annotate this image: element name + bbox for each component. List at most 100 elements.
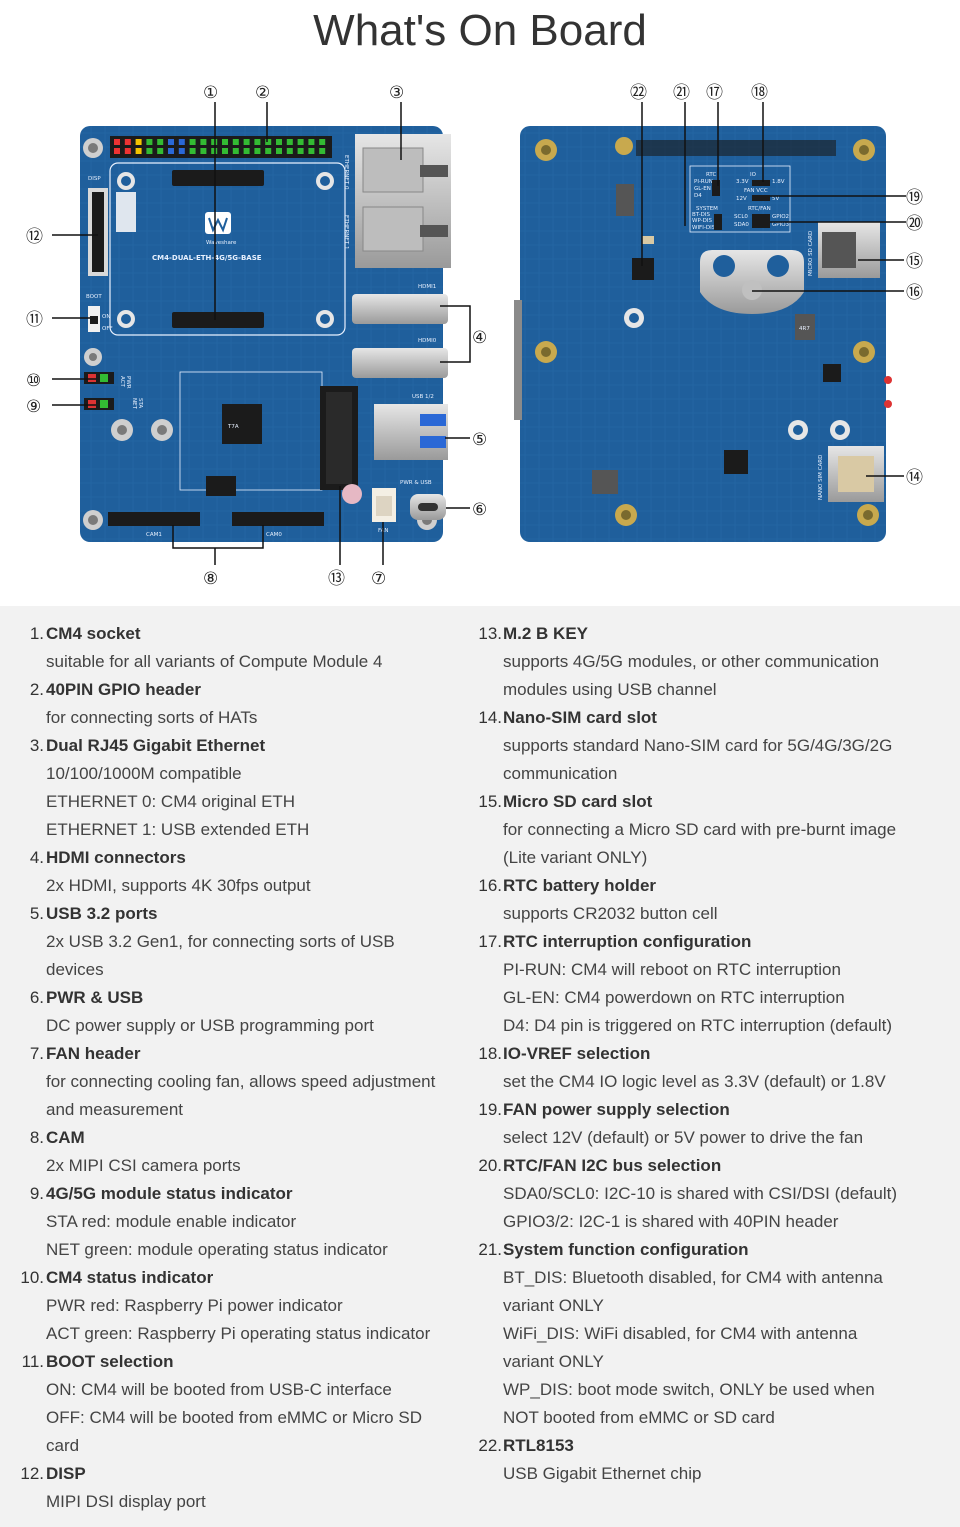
callout-14: ⑭: [906, 468, 923, 488]
gpio-pin: [168, 139, 174, 145]
gpio-pin: [308, 148, 315, 154]
legend-item-description: MIPI DSI display port: [46, 1492, 206, 1511]
legend-item-title: 40PIN GPIO header: [46, 680, 201, 699]
svg-text:FAN VCC: FAN VCC: [744, 188, 768, 194]
hdmi-ports: HDMI1 HDMI0: [352, 284, 448, 378]
legend-item-description: modules using USB channel: [503, 680, 717, 699]
callout-17: ⑰: [706, 83, 723, 103]
legend-item-title: FAN header: [46, 1044, 141, 1063]
legend-item-description: for connecting a Micro SD card with pre-…: [503, 820, 897, 839]
legend-item-description: set the CM4 IO logic level as 3.3V (defa…: [503, 1072, 886, 1091]
svg-text:5V: 5V: [772, 196, 779, 202]
gpio-pin: [124, 139, 131, 145]
legend-item-number: 21.: [478, 1240, 502, 1259]
legend-item-number: 8.: [29, 1128, 44, 1147]
legend-item-description: PI-RUN: CM4 will reboot on RTC interrupt…: [503, 960, 841, 979]
svg-text:12V: 12V: [736, 196, 747, 202]
legend-item-description: supports standard Nano-SIM card for 5G/4…: [503, 736, 893, 755]
svg-text:CAM0: CAM0: [266, 532, 282, 538]
legend-item-description: BT_DIS: Bluetooth disabled, for CM4 with…: [503, 1268, 883, 1287]
usb-hub-chip: [222, 404, 262, 444]
fan-header: FAN: [372, 488, 396, 534]
callout-6: ⑥: [472, 500, 487, 520]
legend-item-title: USB 3.2 ports: [46, 904, 158, 923]
callout-13: ⑬: [328, 569, 345, 589]
gpio-pin: [157, 148, 164, 154]
rtl8153-chip: [632, 258, 654, 280]
legend-item-title: M.2 B KEY: [503, 624, 589, 643]
legend-item-number: 1.: [29, 624, 44, 643]
legend-item-title: Nano-SIM card slot: [503, 708, 657, 727]
svg-text:HDMI0: HDMI0: [418, 338, 437, 344]
gpio-pin: [286, 139, 293, 145]
gpio-pin: [189, 148, 196, 154]
legend-item-description: select 12V (default) or 5V power to driv…: [503, 1128, 864, 1147]
legend-item-description: USB Gigabit Ethernet chip: [503, 1464, 702, 1483]
gpio-pin: [243, 148, 250, 154]
legend-item-description: NOT booted from eMMC or SD card: [503, 1408, 775, 1427]
legend-item-number: 16.: [478, 876, 502, 895]
legend-item-description: communication: [503, 764, 618, 783]
legend-item-title: RTL8153: [503, 1436, 574, 1455]
rtc-battery-holder: [700, 250, 804, 314]
svg-text:D4: D4: [694, 193, 702, 199]
legend-item-description: ACT green: Raspberry Pi operating status…: [46, 1324, 431, 1343]
legend-item-description: supports 4G/5G modules, or other communi…: [503, 652, 880, 671]
gpio-pin: [297, 148, 304, 154]
gpio-pin: [211, 148, 218, 154]
legend-item-title: 4G/5G module status indicator: [46, 1184, 293, 1203]
legend-item-number: 13.: [478, 624, 502, 643]
board-diagram: Waveshare CM4-DUAL-ETH-4G/5G-BASE ETHERN…: [26, 83, 923, 589]
legend-item-description: for connecting sorts of HATs: [46, 708, 258, 727]
legend-item-description: variant ONLY: [503, 1296, 604, 1315]
svg-text:PWR: PWR: [125, 376, 131, 389]
callout-19: ⑲: [906, 188, 923, 208]
legend-item-title: HDMI connectors: [46, 848, 186, 867]
capacitor: [342, 484, 362, 504]
legend-item-description: SDA0/SCL0: I2C-10 is shared with CSI/DSI…: [503, 1184, 897, 1203]
legend-item-description: GPIO3/2: I2C-1 is shared with 40PIN head…: [503, 1212, 839, 1231]
legend-item-title: Micro SD card slot: [503, 792, 653, 811]
gpio-pin: [200, 148, 207, 154]
legend-item-title: System function configuration: [503, 1240, 749, 1259]
svg-text:WIFI-DIS: WIFI-DIS: [692, 225, 716, 231]
gpio-pin: [157, 139, 164, 145]
callout-11: ⑪: [26, 310, 43, 330]
legend-item-description: variant ONLY: [503, 1352, 604, 1371]
gpio-pin: [222, 148, 228, 154]
callout-2: ②: [255, 83, 270, 103]
callout-4: ④: [472, 328, 487, 348]
legend-item-description: DC power supply or USB programming port: [46, 1016, 374, 1035]
legend-item-title: RTC/FAN I2C bus selection: [503, 1156, 722, 1175]
mounting-holes-back: [535, 137, 879, 526]
svg-text:BT-DIS: BT-DIS: [692, 212, 710, 218]
legend-item-number: 10.: [20, 1268, 44, 1287]
gpio-pin: [222, 139, 228, 145]
gpio-pin: [211, 139, 218, 145]
legend-item-title: CM4 status indicator: [46, 1268, 214, 1287]
legend-item-number: 15.: [478, 792, 502, 811]
svg-text:IO: IO: [750, 172, 757, 178]
legend-item-title: CM4 socket: [46, 624, 141, 643]
svg-text:MICRO SD CARD: MICRO SD CARD: [808, 231, 814, 276]
svg-text:SDA0: SDA0: [734, 222, 749, 228]
legend-item-number: 11.: [21, 1352, 44, 1371]
boot-switch: BOOT ON OFF: [86, 294, 113, 332]
legend-item-title: PWR & USB: [46, 988, 144, 1007]
svg-text:SCL0: SCL0: [734, 214, 748, 220]
svg-text:GPIO2: GPIO2: [772, 214, 789, 220]
gpio-pin: [254, 148, 261, 154]
svg-text:RTC/FAN: RTC/FAN: [748, 206, 771, 212]
